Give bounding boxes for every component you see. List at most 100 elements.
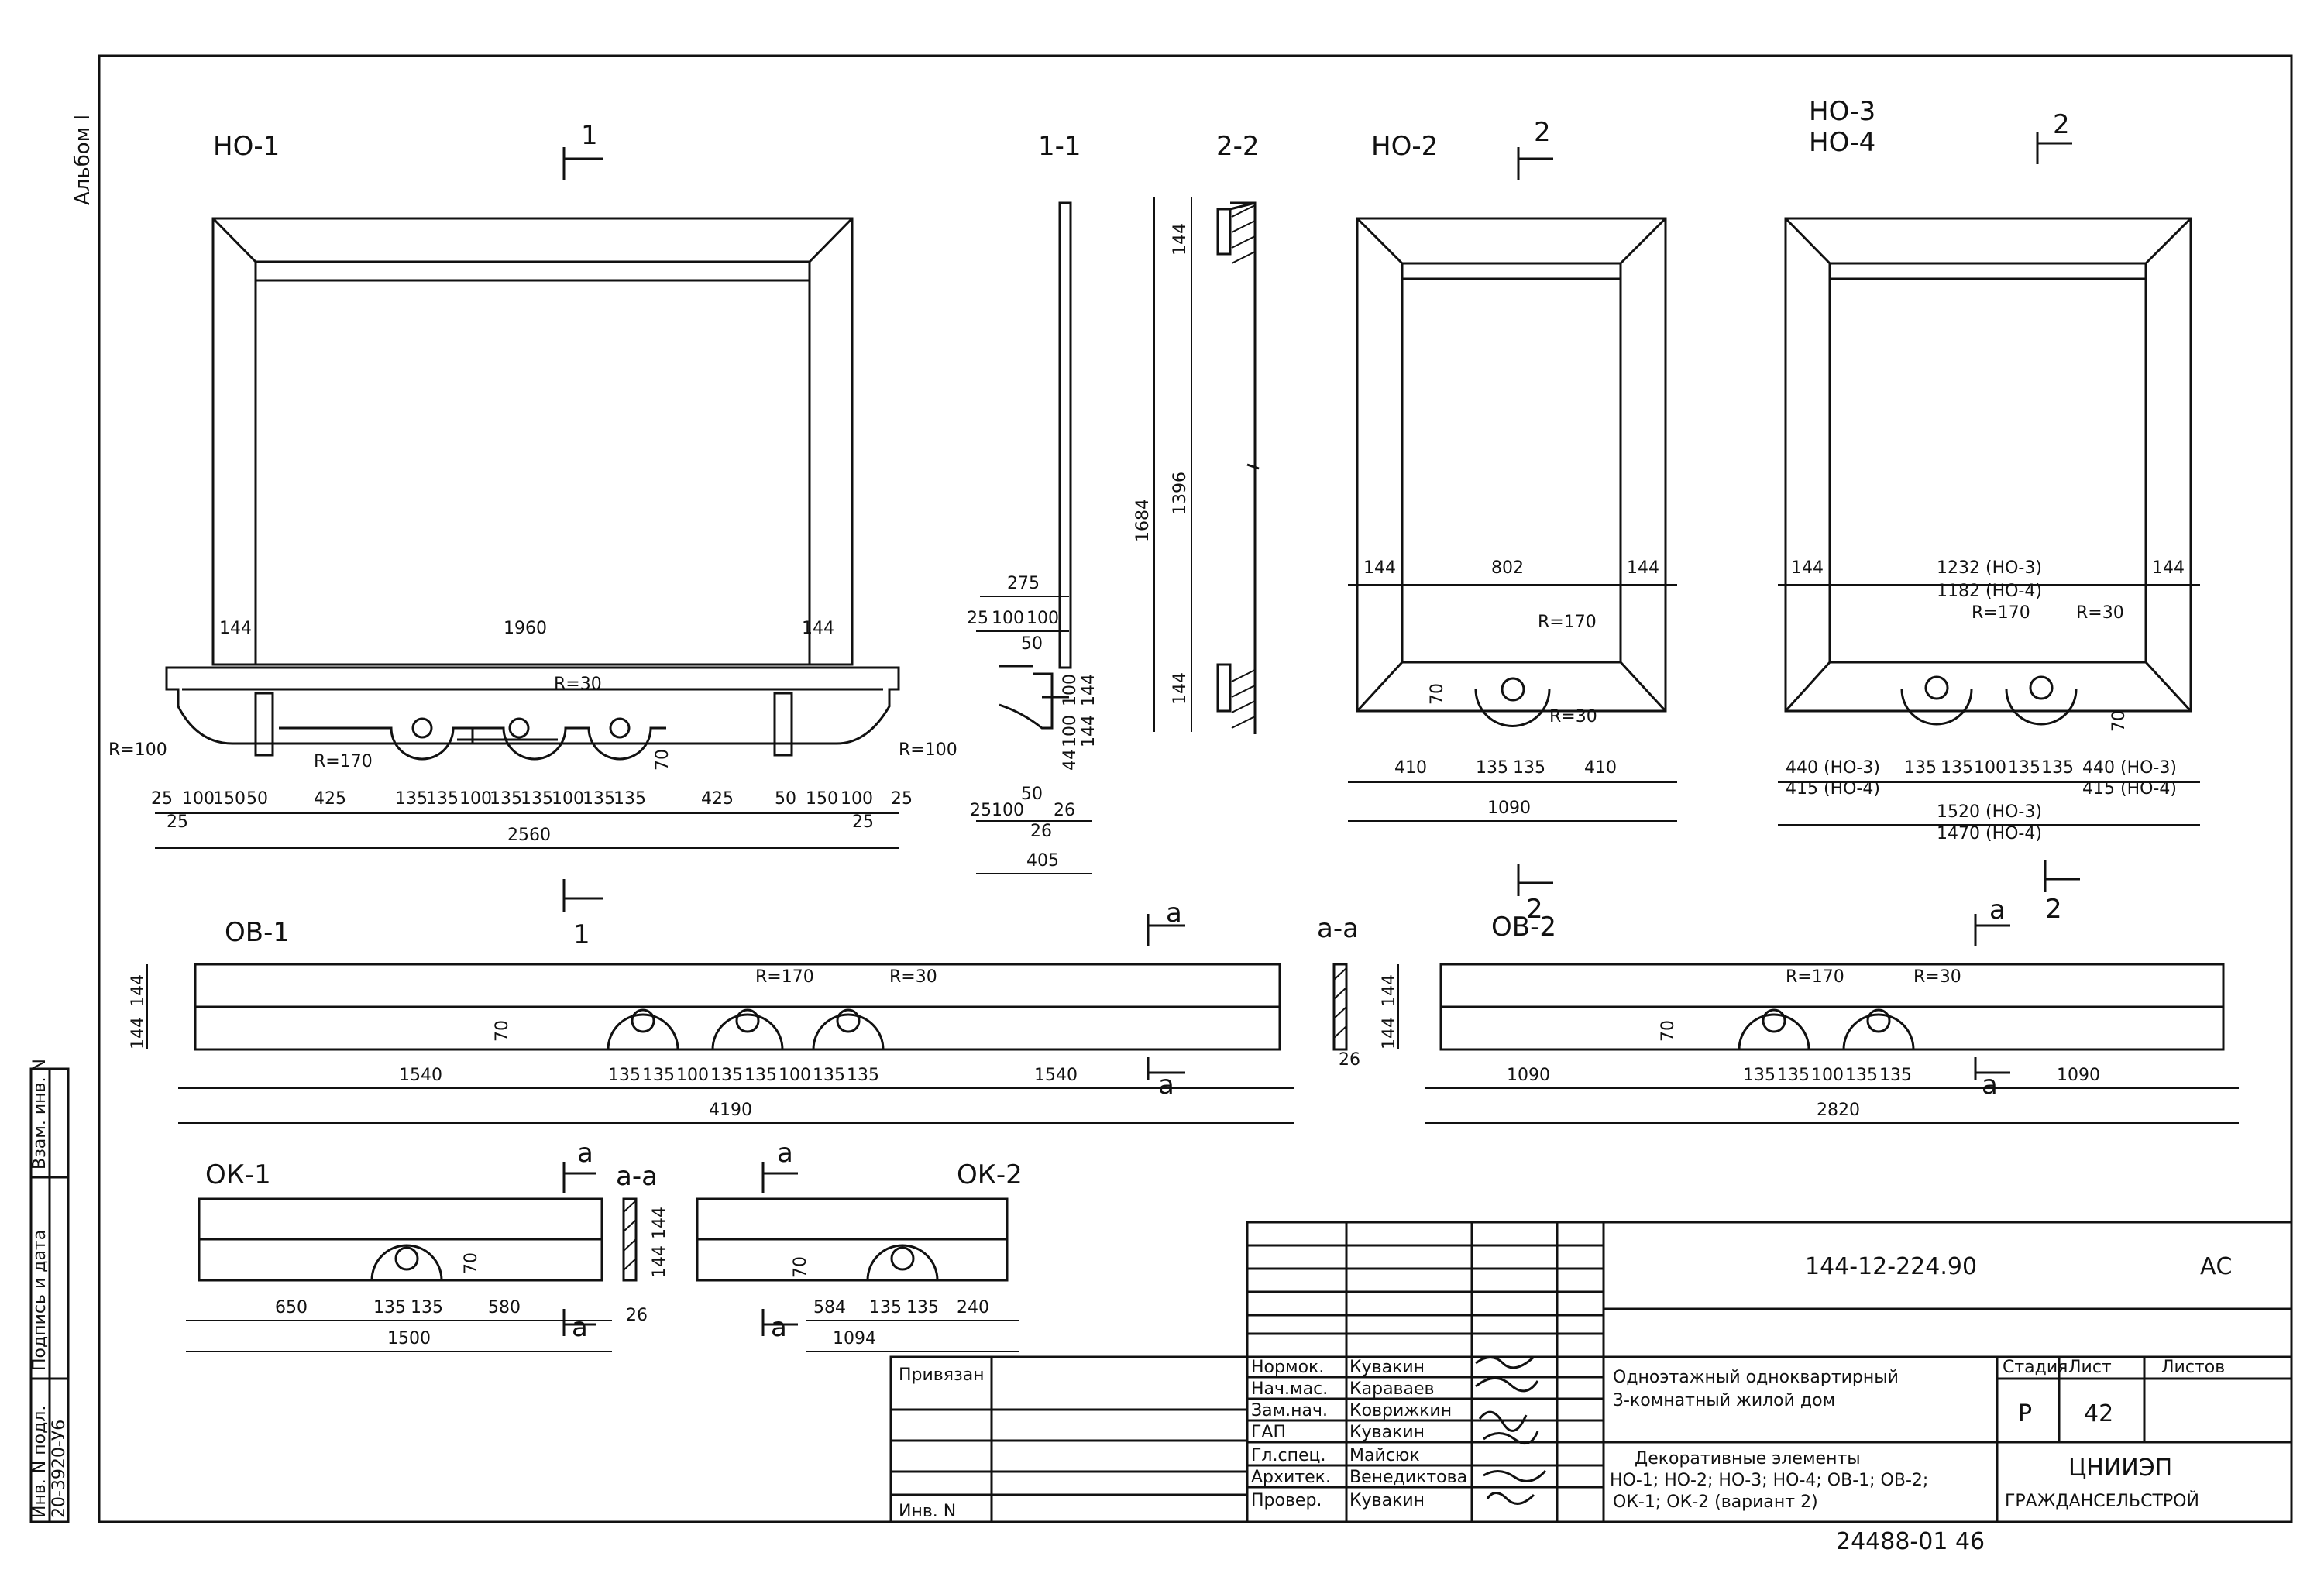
section-a-label-ok2-top: а xyxy=(777,1138,793,1169)
ov1-title: ОВ-1 xyxy=(225,917,290,948)
ov2-title: ОВ-2 xyxy=(1491,912,1556,943)
ov1-r30: R=30 xyxy=(889,967,937,987)
no1-bottom-dim: 25 xyxy=(151,789,173,809)
album-label: Альбом I xyxy=(71,115,95,205)
aa1-w26: 26 xyxy=(1339,1050,1360,1070)
no34-b135d: 135 xyxy=(2041,758,2074,778)
ov1-bottom-dim: 100 xyxy=(676,1066,709,1085)
sec11-b26: 26 xyxy=(1054,801,1075,820)
sec22-h1396: 1396 xyxy=(1171,472,1190,515)
ok1-right: 580 xyxy=(488,1298,521,1317)
sec11-dim-lines xyxy=(976,596,1092,874)
sec11-a100b: 100 xyxy=(1026,609,1059,628)
section-1-label-bottom: 1 xyxy=(573,919,590,950)
title-drawing-line2: НО-1; НО-2; НО-3; НО-4; ОВ-1; ОВ-2; xyxy=(1610,1471,1928,1490)
ok2-left: 584 xyxy=(813,1298,846,1317)
section-mark-a-ov1 xyxy=(1147,914,1185,1080)
no1-radius-corner: R=100 xyxy=(108,740,167,760)
ov2-dim-lines xyxy=(1397,964,2239,1124)
ov2-total: 2820 xyxy=(1817,1101,1860,1120)
sec22-drawing xyxy=(1216,201,1260,734)
sec22-hatch xyxy=(1231,204,1256,729)
aa2-hatch xyxy=(623,1200,637,1271)
section-2-label-b: 2 xyxy=(1526,894,1543,925)
section-mark-1-bottom xyxy=(562,879,603,912)
no2-dim-lines xyxy=(1348,584,1677,822)
no1-total: 2560 xyxy=(507,826,551,845)
no34-r30: R=30 xyxy=(2076,603,2124,623)
no34-b135c: 135 xyxy=(2008,758,2040,778)
section-a-label-ov2-bottom: а xyxy=(1982,1070,1998,1101)
title-sheets-header: Листов xyxy=(2161,1358,2225,1377)
sec11-b50: 50 xyxy=(1021,785,1043,804)
ov1-bottom-dim: 135 xyxy=(710,1066,743,1085)
title-sheet-header: Лист xyxy=(2068,1358,2112,1377)
no2-inner: 802 xyxy=(1491,558,1524,578)
aa2-h144a: 144 xyxy=(650,1207,669,1239)
no1-bottom-dim: 100 xyxy=(459,789,492,809)
no2-r170: R=170 xyxy=(1538,613,1597,632)
ov2-bottom-dim: 135 xyxy=(1879,1066,1912,1085)
no2-b135b: 135 xyxy=(1513,758,1545,778)
no34-bleft1: 440 (НО-3) xyxy=(1786,758,1880,778)
section-a-label-ok2-bottom: а xyxy=(771,1312,787,1343)
no34-right: 144 xyxy=(2152,558,2185,578)
ov2-left: 1090 xyxy=(1507,1066,1550,1085)
section-a-label-ov1-top: а xyxy=(1166,898,1182,929)
no1-dim-inner: 1960 xyxy=(504,619,547,638)
sec11-b100: 100 xyxy=(992,801,1024,820)
title-roles: Нормок.КувакинНач.мас.КараваевЗам.нач.Ко… xyxy=(1251,1358,1467,1510)
sec11-b26b: 26 xyxy=(1030,822,1052,841)
section-a-label-ok1-bottom: а xyxy=(572,1312,588,1343)
no1-bottom-dim: 425 xyxy=(701,789,734,809)
title-mark: АС xyxy=(2200,1253,2232,1280)
ok2-b135a: 135 xyxy=(869,1298,902,1317)
no1-dim-lines xyxy=(155,812,899,849)
no1-title: НО-1 xyxy=(213,131,280,162)
aa1-hatch xyxy=(1333,967,1347,1039)
no34-b135b: 135 xyxy=(1941,758,1973,778)
ov1-bottom-dim: 135 xyxy=(813,1066,845,1085)
ov1-dim-lines xyxy=(146,964,1294,1124)
ok1-b135b: 135 xyxy=(411,1298,443,1317)
element-no2 xyxy=(1356,217,1667,727)
title-sheet: 42 xyxy=(2084,1400,2113,1427)
aa1-title: а-а xyxy=(1317,913,1359,944)
element-no34 xyxy=(1784,217,2192,726)
title-stage-header: Стадия xyxy=(2003,1358,2068,1377)
sec22-dim-lines xyxy=(1153,198,1192,732)
aa2-title: а-а xyxy=(616,1161,658,1192)
title-doc-code: 144-12-224.90 xyxy=(1805,1253,1977,1280)
section-mark-2-no34 xyxy=(2036,132,2080,892)
sec11-w275: 275 xyxy=(1007,574,1040,593)
section-a-label-ov2-top: а xyxy=(1989,895,2006,926)
ov2-h144b: 144 xyxy=(1380,1017,1399,1049)
ov1-total: 4190 xyxy=(709,1101,752,1120)
title-role-name: Кувакин xyxy=(1349,1491,1425,1510)
title-org2: ГРАЖДАНСЕЛЬСТРОЙ xyxy=(2005,1491,2199,1511)
section-mark-2-no2 xyxy=(1517,147,1553,896)
no2-total: 1090 xyxy=(1487,799,1531,818)
sec11-h144b: 144 xyxy=(1079,715,1098,747)
no1-offset: 70 xyxy=(653,749,672,771)
ok1-dim-lines xyxy=(186,1320,612,1352)
no1-sub-left: 25 xyxy=(167,812,188,832)
title-block-frame xyxy=(1246,1221,2293,1523)
no34-b135a: 135 xyxy=(1904,758,1937,778)
title-role: ГАП xyxy=(1251,1423,1286,1442)
ov2-bottom-dim: 135 xyxy=(1743,1066,1776,1085)
ok1-left: 650 xyxy=(275,1298,308,1317)
no2-b135a: 135 xyxy=(1476,758,1508,778)
no2-right: 144 xyxy=(1627,558,1659,578)
ov2-bottom-dim: 135 xyxy=(1777,1066,1810,1085)
title-role-name: Караваев xyxy=(1349,1379,1435,1399)
no1-radius-big: R=170 xyxy=(314,752,373,771)
sec11-h44: 44 xyxy=(1061,749,1080,771)
sec22-h144b: 144 xyxy=(1171,672,1190,705)
section-mark-a-ok2 xyxy=(761,1162,798,1336)
ov1-bottom-dim: 135 xyxy=(847,1066,879,1085)
no1-sub-right: 25 xyxy=(852,812,874,832)
section-mark-a-ov2 xyxy=(1974,914,2010,1080)
